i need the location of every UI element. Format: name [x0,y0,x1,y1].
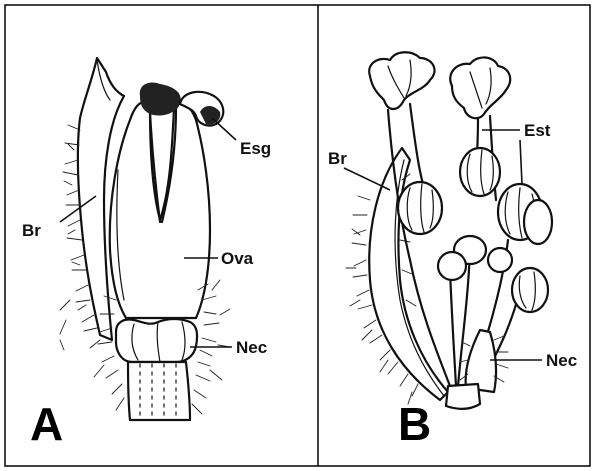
panel-letter-a: A [30,398,63,450]
label-nec-a: Nec [236,338,267,357]
receptacle-a [128,362,190,420]
nectary-b [466,330,496,392]
ovary [110,102,210,318]
receptacle-b [446,384,480,409]
anther-top-left [369,52,434,109]
label-br-b: Br [328,149,347,168]
panel-a: Br Esg Ova Nec A [22,58,271,450]
stigma-left [140,83,181,116]
label-br-a: Br [22,221,41,240]
label-ova: Ova [221,249,254,268]
leader-est-2 [520,140,522,184]
panel-letter-b: B [398,398,431,450]
leader-br-b [344,168,390,190]
label-est: Est [524,121,551,140]
anther-top-right [450,57,510,118]
label-esg: Esg [240,139,271,158]
leader-esg [212,118,236,140]
panel-b: Est Br Nec B [328,52,577,450]
label-nec-b: Nec [546,351,577,370]
